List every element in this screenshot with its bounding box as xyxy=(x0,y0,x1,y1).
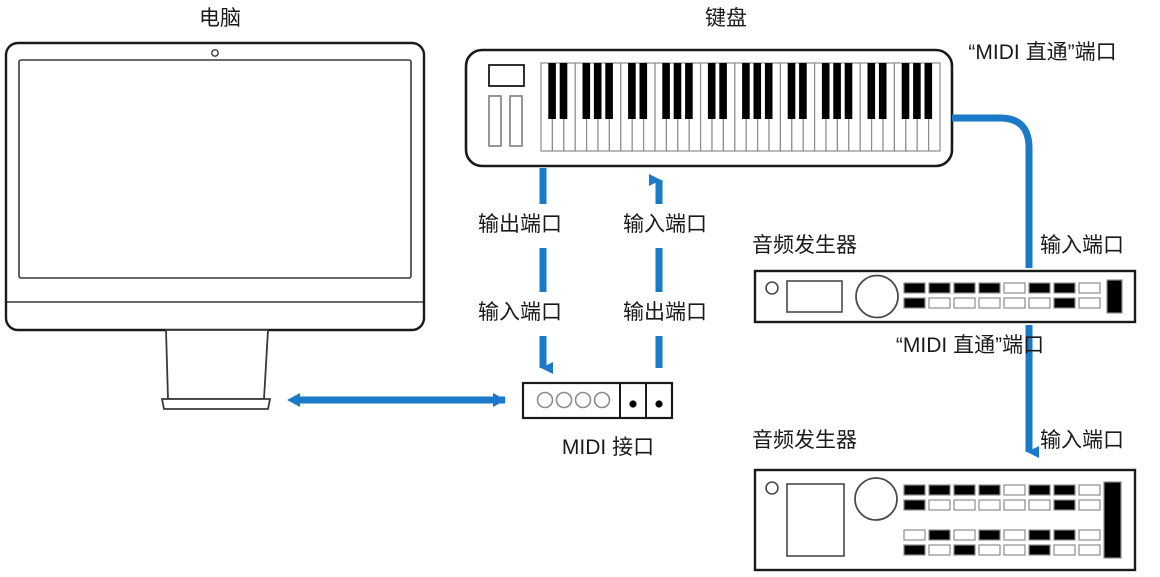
keyboard-black-keys xyxy=(548,63,933,119)
midi-interface-device xyxy=(521,381,674,420)
label-sound-generator-1-in-port: 输入端口 xyxy=(1040,234,1124,257)
keyboard-white-keys xyxy=(540,62,941,152)
computer-stand-base xyxy=(160,398,272,410)
label-keyboard-in-port: 输入端口 xyxy=(623,213,707,236)
cable-keyboard-thru-to-sg1 xyxy=(952,114,1033,268)
label-interface-out-port: 输出端口 xyxy=(623,301,707,324)
computer-stand xyxy=(165,329,269,400)
camera-icon xyxy=(211,49,219,57)
label-midi-interface: MIDI 接口 xyxy=(561,436,655,459)
label-sound-generator-2-in-port: 输入端口 xyxy=(1040,429,1124,452)
module-knob xyxy=(855,274,899,319)
module-buttons xyxy=(903,282,1101,309)
module-knob xyxy=(854,477,898,521)
label-sound-generator-2: 音频发生器 xyxy=(752,429,857,452)
module-buttons xyxy=(903,484,1101,556)
computer-device xyxy=(4,41,426,410)
midi-keyboard-device xyxy=(464,48,954,168)
label-keyboard-midi-thru-port: “MIDI 直通”端口 xyxy=(968,41,1117,64)
module-fader xyxy=(1106,279,1123,314)
label-keyboard-out-port: 输出端口 xyxy=(478,213,562,236)
sound-generator-2-device xyxy=(753,468,1137,572)
keyboard-display xyxy=(488,64,525,87)
module-display xyxy=(786,483,845,557)
label-sound-generator-1: 音频发生器 xyxy=(752,234,857,257)
power-led-icon xyxy=(765,481,779,495)
sound-generator-1-device xyxy=(753,269,1137,324)
keyboard-slider-2 xyxy=(509,95,523,147)
module-fader xyxy=(1103,481,1122,559)
label-keyboard: 键盘 xyxy=(705,7,747,30)
keyboard-slider-1 xyxy=(488,95,502,147)
label-interface-in-port: 输入端口 xyxy=(478,301,562,324)
label-sg1-midi-thru-port: “MIDI 直通”端口 xyxy=(895,334,1045,357)
module-display xyxy=(786,280,843,313)
label-computer: 电脑 xyxy=(199,7,241,30)
power-led-icon xyxy=(765,281,779,295)
